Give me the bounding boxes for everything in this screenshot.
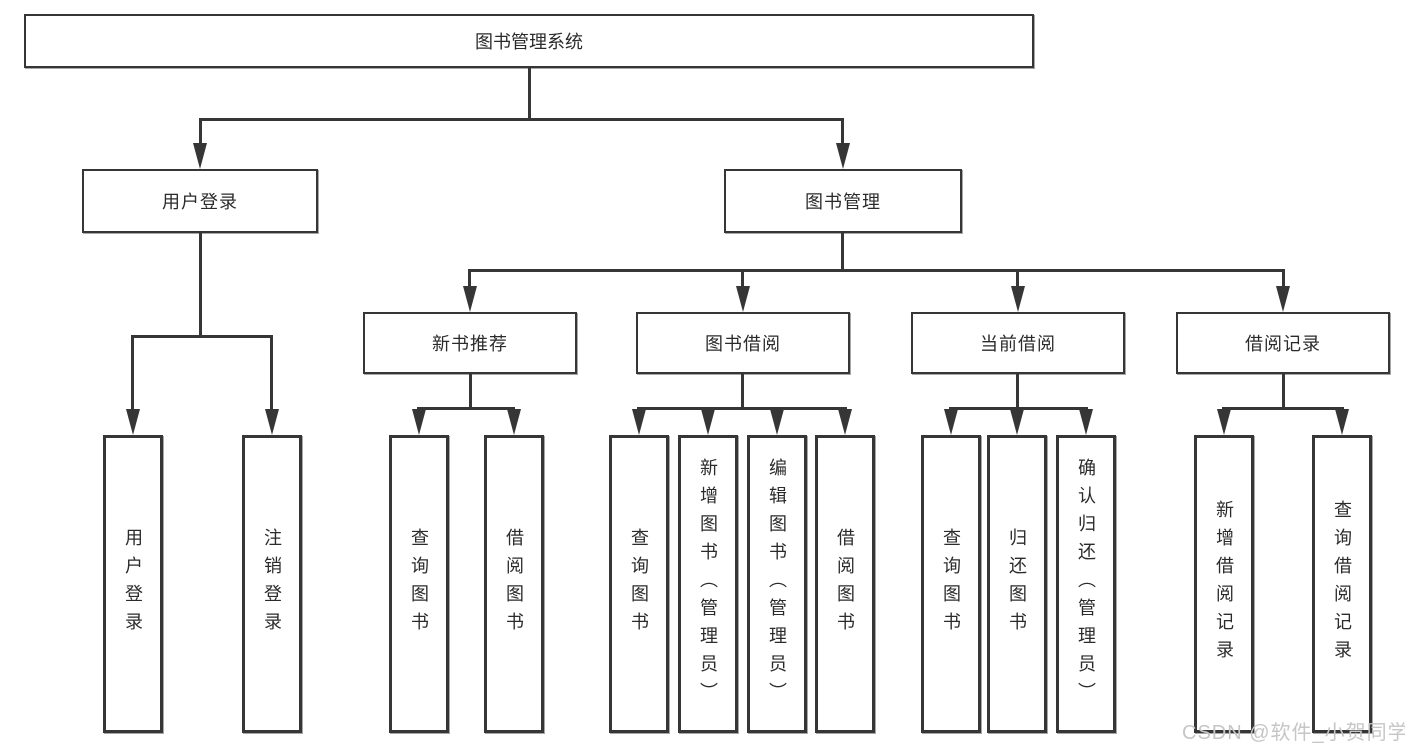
leaf-label: 借阅图书 [504, 528, 524, 640]
leaf-query-books-current: 查询图书 [921, 435, 981, 733]
leaf-label: 借阅图书 [835, 528, 855, 640]
connector-drop-current-borrowing [1016, 269, 1019, 291]
leaf-return-books: 归还图书 [987, 435, 1047, 733]
connector-book-management-bus [468, 269, 1285, 272]
connector-book-borrowing-bus [637, 407, 847, 410]
connector-book-management-stem [841, 233, 844, 272]
node-new-book-recommend: 新书推荐 [363, 312, 577, 374]
leaf-borrow-books: 借阅图书 [815, 435, 875, 733]
leaf-label: 归还图书 [1007, 528, 1027, 640]
leaf-borrow-books-recommend: 借阅图书 [484, 435, 544, 733]
connector-root-bus [199, 118, 844, 121]
connector-drop-new-book [468, 269, 471, 291]
connector-drop-user-login [199, 118, 202, 148]
leaf-user-login: 用户登录 [103, 435, 163, 733]
node-current-borrowing: 当前借阅 [911, 312, 1125, 374]
node-label: 图书借阅 [705, 334, 781, 354]
connector-drop-book-management [841, 118, 844, 148]
arrow-down-icon [126, 409, 140, 435]
connector-current-borrowing-stem [1016, 374, 1019, 410]
arrow-down-icon [836, 143, 850, 169]
node-label: 借阅记录 [1245, 334, 1321, 354]
connector-user-login-bus [131, 335, 273, 338]
arrow-down-icon [632, 409, 646, 435]
connector-drop-book-borrowing [741, 269, 744, 291]
connector-drop-leaf-login [131, 335, 134, 411]
leaf-label: 注销登录 [262, 528, 282, 640]
leaf-add-books-admin: 新增图书（管理员） [678, 435, 738, 733]
node-user-login: 用户登录 [82, 169, 318, 233]
leaf-edit-books-admin: 编辑图书（管理员） [747, 435, 807, 733]
connector-root-stem [528, 68, 531, 119]
connector-new-book-bus [417, 407, 515, 410]
arrow-down-icon [1335, 409, 1349, 435]
leaf-logout: 注销登录 [242, 435, 302, 733]
csdn-watermark: CSDN @软件_小贺同学 [1182, 722, 1405, 744]
node-book-management: 图书管理 [724, 169, 962, 233]
arrow-down-icon [463, 286, 477, 312]
node-label: 图书管理系统 [475, 32, 583, 52]
connector-drop-borrowing-records [1282, 269, 1285, 291]
arrow-down-icon [1011, 286, 1025, 312]
arrow-down-icon [770, 409, 784, 435]
arrow-down-icon [412, 409, 426, 435]
node-library-management-system: 图书管理系统 [24, 14, 1034, 68]
arrow-down-icon [838, 409, 852, 435]
node-label: 新书推荐 [432, 334, 508, 354]
arrow-down-icon [507, 409, 521, 435]
leaf-label: 查询图书 [629, 528, 649, 640]
leaf-label: 查询借阅记录 [1332, 500, 1352, 668]
arrow-down-icon [1276, 286, 1290, 312]
node-borrowing-records: 借阅记录 [1176, 312, 1390, 374]
leaf-label: 查询图书 [941, 528, 961, 640]
connector-borrowing-records-stem [1282, 374, 1285, 410]
arrow-down-icon [944, 409, 958, 435]
connector-borrowing-records-bus [1222, 407, 1344, 410]
leaf-add-borrow-record: 新增借阅记录 [1194, 435, 1254, 733]
leaf-query-books-recommend: 查询图书 [389, 435, 449, 733]
leaf-confirm-return-admin: 确认归还（管理员） [1056, 435, 1116, 733]
node-label: 用户登录 [162, 192, 238, 212]
arrow-down-icon [736, 286, 750, 312]
leaf-label: 新增借阅记录 [1214, 500, 1234, 668]
leaf-label: 新增图书（管理员） [698, 458, 718, 710]
leaf-query-books-borrow: 查询图书 [609, 435, 669, 733]
node-label: 当前借阅 [980, 334, 1056, 354]
arrow-down-icon [1217, 409, 1231, 435]
connector-new-book-stem [469, 374, 472, 410]
connector-drop-leaf-logout [270, 335, 273, 411]
arrow-down-icon [193, 143, 207, 169]
connector-current-borrowing-bus [949, 407, 1088, 410]
connector-user-login-stem [199, 233, 202, 338]
leaf-label: 编辑图书（管理员） [767, 458, 787, 710]
connector-book-borrowing-stem [741, 374, 744, 410]
arrow-down-icon [265, 409, 279, 435]
leaf-label: 用户登录 [123, 528, 143, 640]
leaf-label: 确认归还（管理员） [1076, 458, 1096, 710]
node-label: 图书管理 [805, 192, 881, 212]
leaf-label: 查询图书 [409, 528, 429, 640]
arrow-down-icon [1010, 409, 1024, 435]
leaf-query-borrow-record: 查询借阅记录 [1312, 435, 1372, 733]
arrow-down-icon [701, 409, 715, 435]
node-book-borrowing: 图书借阅 [636, 312, 850, 374]
arrow-down-icon [1079, 409, 1093, 435]
